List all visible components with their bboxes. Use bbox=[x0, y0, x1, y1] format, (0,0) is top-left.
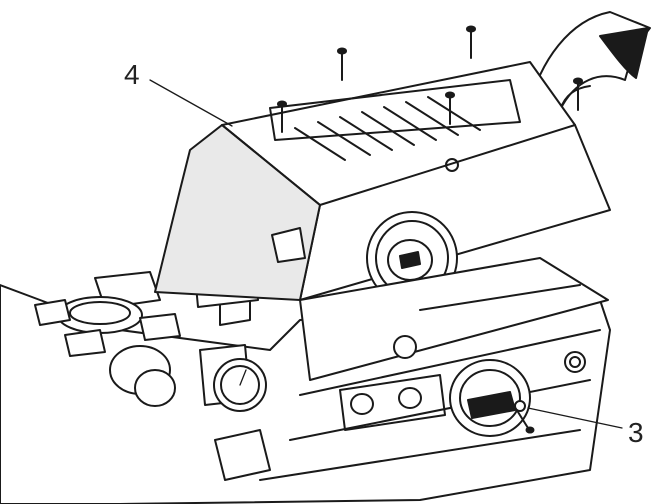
screw-icon bbox=[445, 91, 455, 125]
screw-icon bbox=[573, 77, 583, 111]
inner-mechanism bbox=[299, 257, 609, 431]
cover-housing bbox=[154, 61, 611, 305]
leader-line-4 bbox=[149, 79, 233, 127]
cover-screws bbox=[277, 25, 583, 133]
vent-slots bbox=[294, 96, 481, 161]
screw-icon bbox=[337, 47, 347, 81]
screw-icon bbox=[466, 25, 476, 59]
selector-knob bbox=[449, 359, 535, 437]
callout-3: 3 bbox=[628, 417, 644, 448]
callout-4: 4 bbox=[124, 59, 140, 90]
screw-icon bbox=[277, 100, 287, 133]
leader-line-3 bbox=[527, 407, 623, 429]
